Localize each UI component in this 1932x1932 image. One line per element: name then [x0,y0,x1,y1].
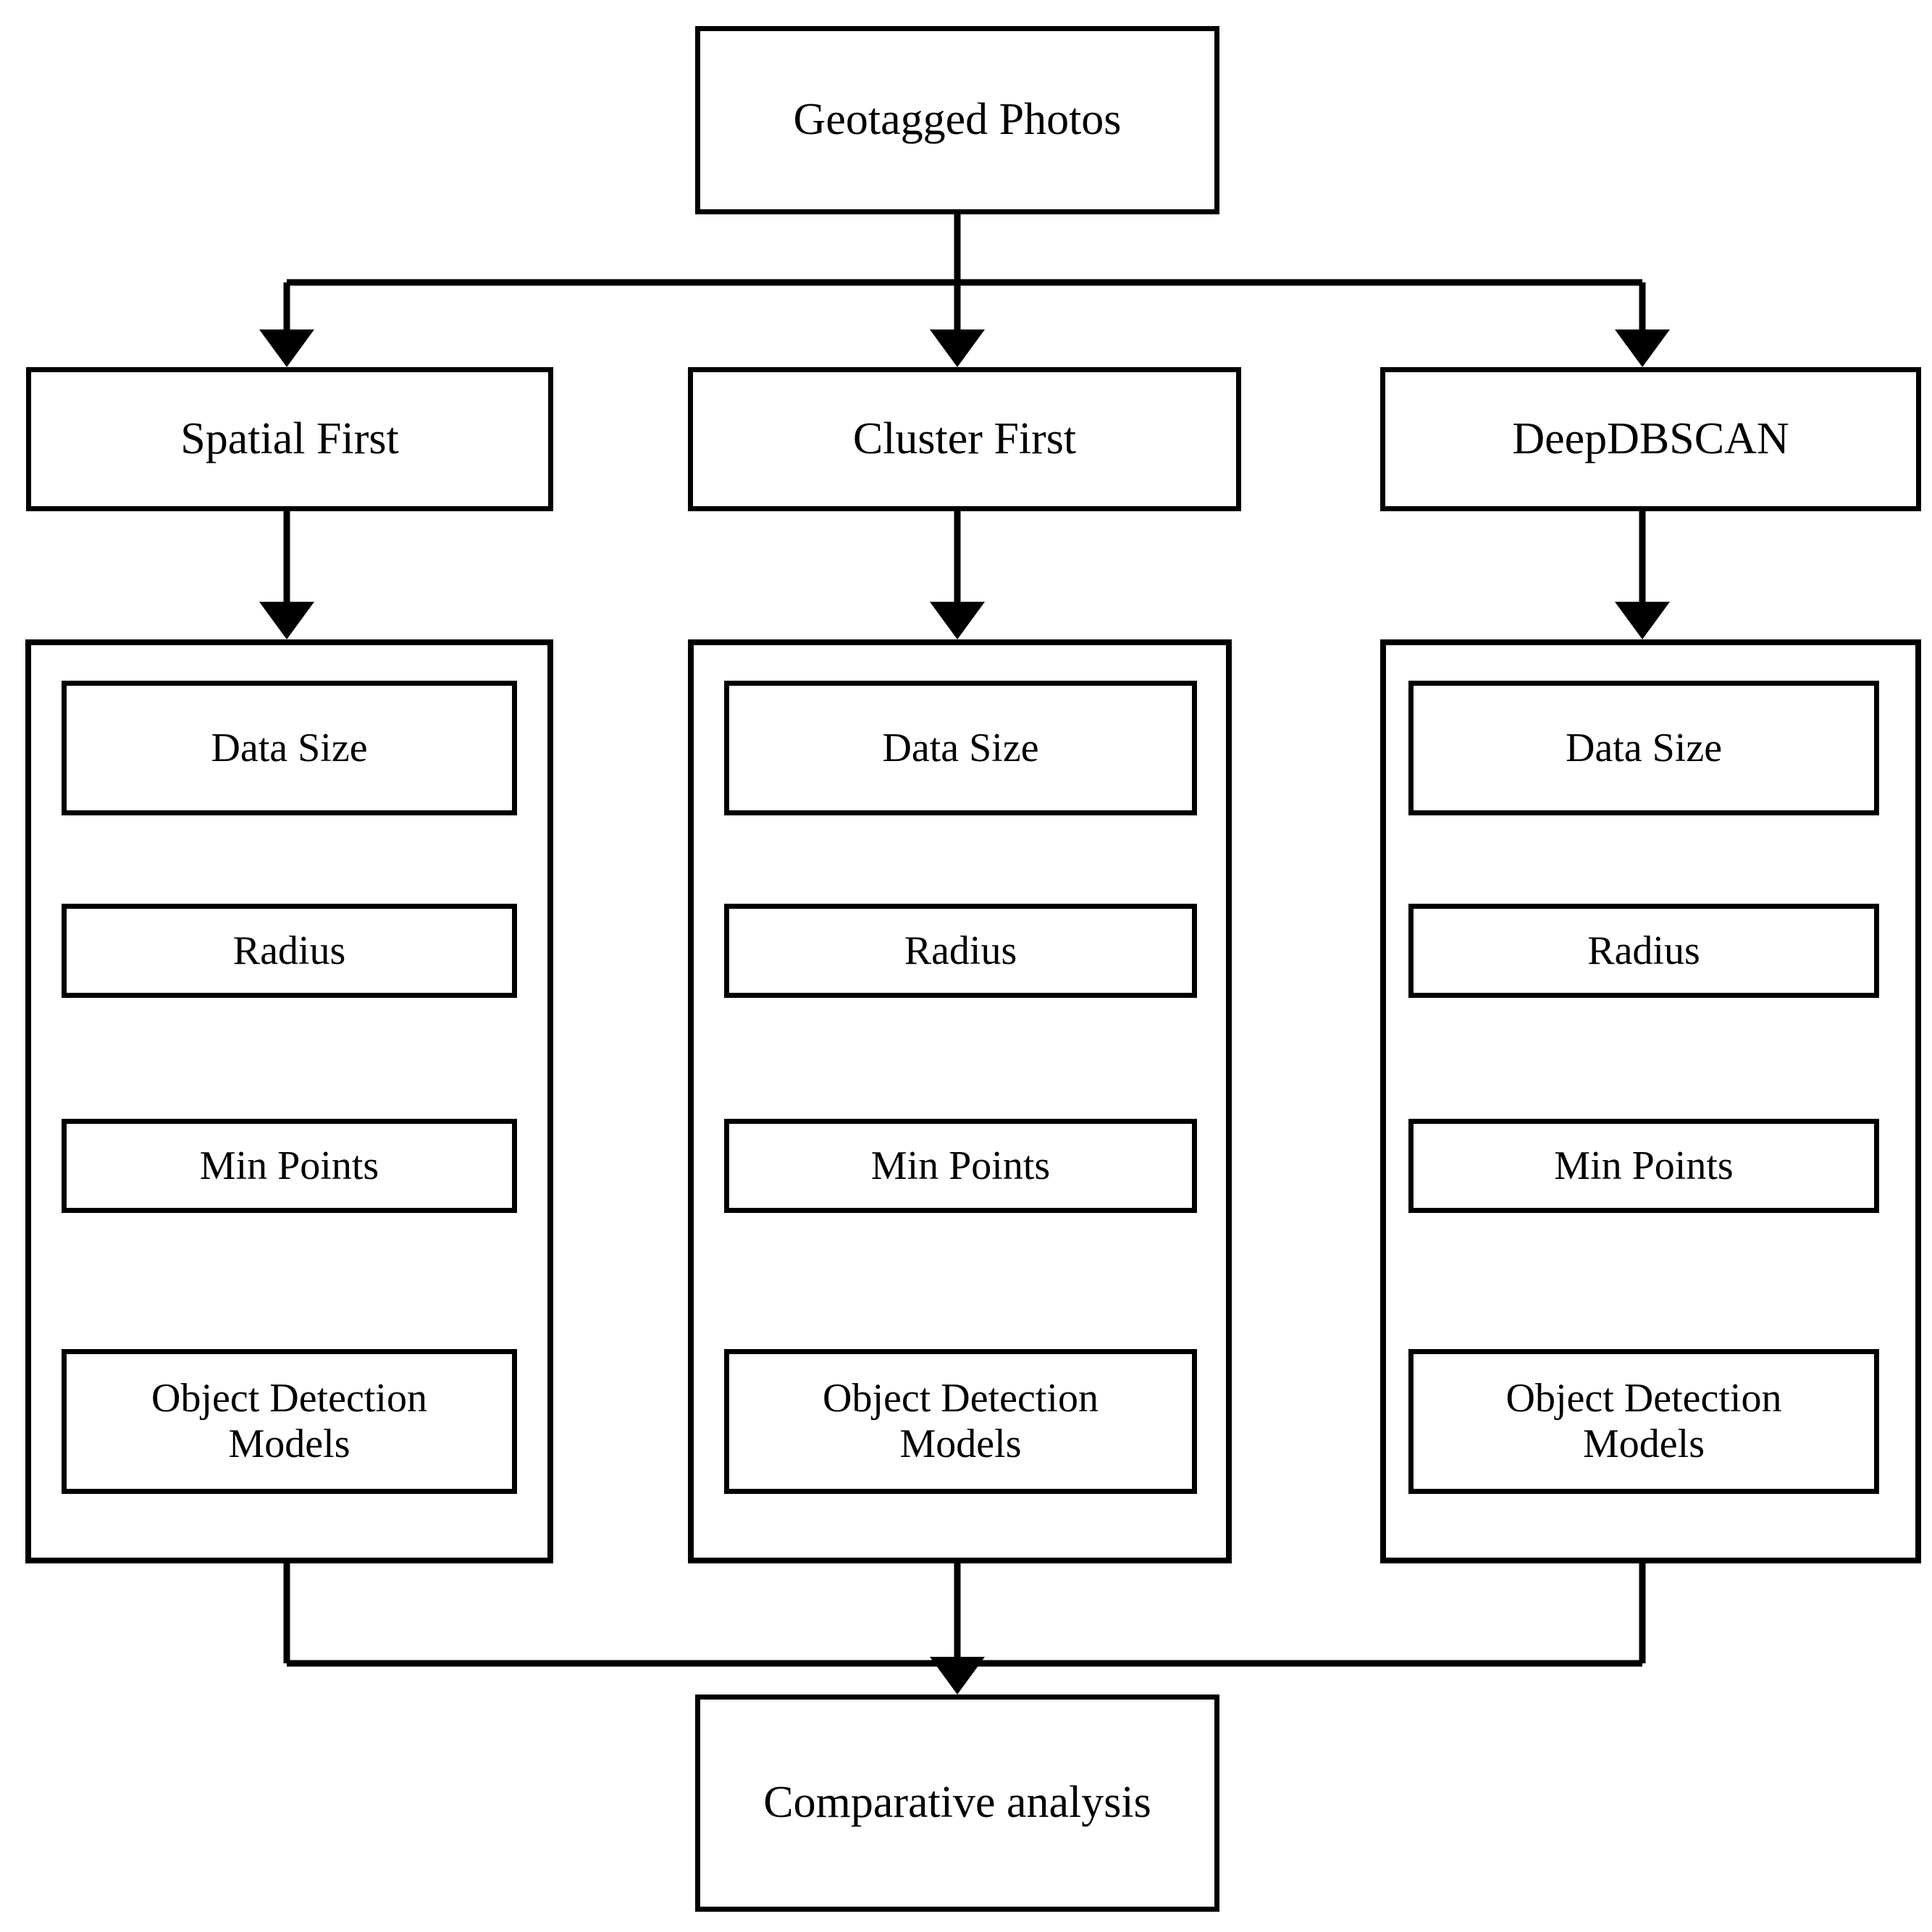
node-comparative-analysis[interactable]: Comparative analysis [695,1694,1219,1912]
node-geotagged-photos-label: Geotagged Photos [793,95,1122,145]
arrowhead-container-3 [1615,602,1670,639]
param-min-points-spatial-first[interactable]: Min Points [62,1119,517,1213]
param-object-detection-models-cluster-first[interactable]: Object Detection Models [724,1349,1197,1494]
param-label: Data Size [211,725,368,770]
param-label: Data Size [1565,725,1723,770]
arrowhead-cluster-first [930,329,985,367]
arrowhead-container-1 [259,602,314,639]
param-label: Min Points [870,1143,1051,1188]
arrowhead-spatial-first [259,329,314,367]
param-min-points-deepdbscan[interactable]: Min Points [1408,1119,1879,1213]
node-spatial-first-label: Spatial First [180,413,399,463]
param-label: Data Size [882,725,1039,770]
node-comparative-analysis-label: Comparative analysis [763,1778,1151,1828]
node-cluster-first[interactable]: Cluster First [688,367,1241,511]
node-cluster-first-label: Cluster First [852,413,1077,463]
node-deepdbscan-label: DeepDBSCAN [1512,413,1789,463]
arrowhead-deepdbscan [1615,329,1670,367]
node-spatial-first[interactable]: Spatial First [26,367,553,511]
param-label: Min Points [199,1143,379,1188]
param-label: Radius [904,928,1017,973]
param-label: Radius [1587,928,1700,973]
param-object-detection-models-deepdbscan[interactable]: Object Detection Models [1408,1349,1879,1494]
param-object-detection-models-spatial-first[interactable]: Object Detection Models [62,1349,517,1494]
param-min-points-cluster-first[interactable]: Min Points [724,1119,1197,1213]
param-label: Radius [232,928,346,973]
param-data-size-cluster-first[interactable]: Data Size [724,681,1197,815]
arrowhead-result [930,1657,985,1694]
param-label: Object Detection Models [151,1375,427,1466]
param-radius-spatial-first[interactable]: Radius [62,904,517,998]
node-deepdbscan[interactable]: DeepDBSCAN [1380,367,1921,511]
param-radius-cluster-first[interactable]: Radius [724,904,1197,998]
param-data-size-spatial-first[interactable]: Data Size [62,681,517,815]
param-label: Object Detection Models [823,1375,1099,1466]
param-label: Object Detection Models [1505,1375,1782,1466]
arrowhead-container-2 [930,602,985,639]
param-label: Min Points [1554,1143,1734,1188]
param-radius-deepdbscan[interactable]: Radius [1408,904,1879,998]
param-data-size-deepdbscan[interactable]: Data Size [1408,681,1879,815]
node-geotagged-photos[interactable]: Geotagged Photos [695,26,1219,214]
